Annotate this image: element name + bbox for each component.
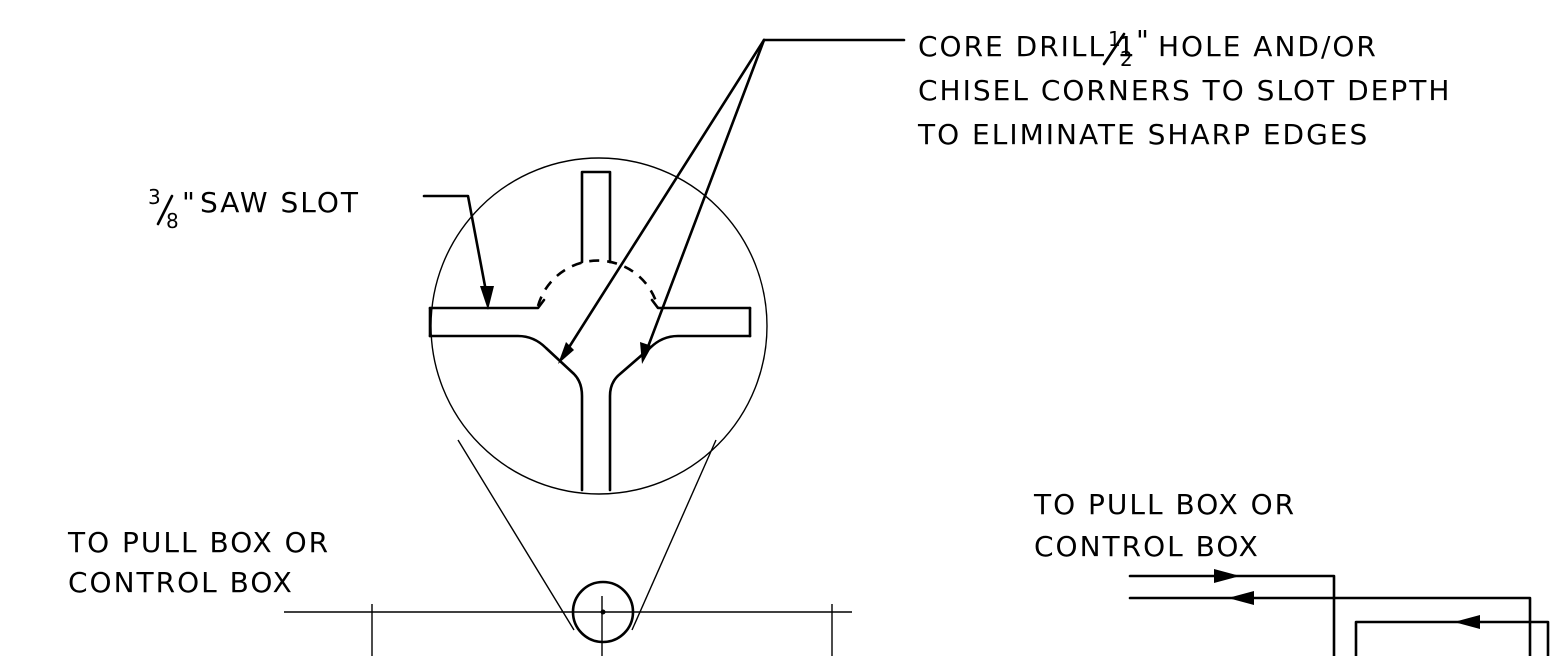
saw-slot-leader — [422, 194, 494, 310]
saw-slot-frac-bar — [156, 194, 174, 226]
loop-wiring-right — [1128, 569, 1550, 656]
core-drill-line-2: CHISEL CORNERS TO SLOT DEPTH — [918, 74, 1451, 107]
slot-right-top-edge — [650, 298, 752, 310]
magnifier-tangent-right — [631, 439, 717, 631]
pull-box-right-line-2: CONTROL BOX — [1034, 530, 1260, 563]
pull-box-note-right: TO PULL BOX OR CONTROL BOX — [1033, 488, 1296, 563]
core-drill-frac-den: 2 — [1120, 47, 1133, 71]
wire-loop-inner — [1354, 620, 1550, 656]
saw-slot-label: SAW SLOT — [200, 186, 360, 219]
core-drill-line-3: TO ELIMINATE SHARP EDGES — [917, 118, 1369, 151]
core-drill-frac-unit: " — [1136, 24, 1151, 57]
arrowhead-icon — [558, 342, 574, 364]
loop-detail-left — [284, 580, 852, 656]
detail-magnifier — [428, 157, 768, 631]
arrowhead-icon — [1214, 569, 1240, 583]
pull-box-note-left: TO PULL BOX OR CONTROL BOX — [67, 526, 330, 599]
magnifier-tangent-left — [457, 439, 575, 631]
slot-right-lower-contour — [608, 334, 752, 492]
arrowhead-icon — [480, 286, 494, 310]
core-drill-leader-left — [564, 38, 766, 354]
saw-slot-frac-num: 3 — [148, 185, 161, 209]
center-dot — [600, 609, 606, 615]
saw-slot-frac-den: 8 — [166, 209, 179, 233]
saw-slot-note: 3 8 " SAW SLOT — [148, 185, 360, 233]
pull-box-left-line-2: CONTROL BOX — [68, 566, 294, 599]
saw-slot-leader-line — [422, 194, 490, 304]
pull-box-right-line-1: TO PULL BOX OR — [1033, 488, 1296, 521]
slot-left-lower-contour — [428, 334, 584, 492]
detail-circle — [430, 157, 768, 495]
detail-callout-circle — [571, 580, 635, 644]
core-drill-hole-arc — [536, 259, 660, 309]
wire-out — [1128, 574, 1336, 656]
arrowhead-icon — [1228, 591, 1254, 605]
core-drill-frac-bar — [1102, 32, 1126, 66]
slot-top — [580, 170, 612, 264]
arrowhead-icon — [1454, 615, 1480, 629]
core-drill-note: CORE DRILL 1 1 2 " HOLE AND/OR CHISEL CO… — [917, 24, 1451, 151]
core-drill-line-1a: CORE DRILL 1 — [918, 30, 1137, 63]
slot-left-top-edge — [428, 298, 546, 310]
pull-box-left-line-1: TO PULL BOX OR — [67, 526, 330, 559]
core-drill-line-1b: HOLE AND/OR — [1158, 30, 1378, 63]
saw-slot-frac-unit: " — [182, 186, 197, 219]
wire-return — [1128, 596, 1532, 656]
